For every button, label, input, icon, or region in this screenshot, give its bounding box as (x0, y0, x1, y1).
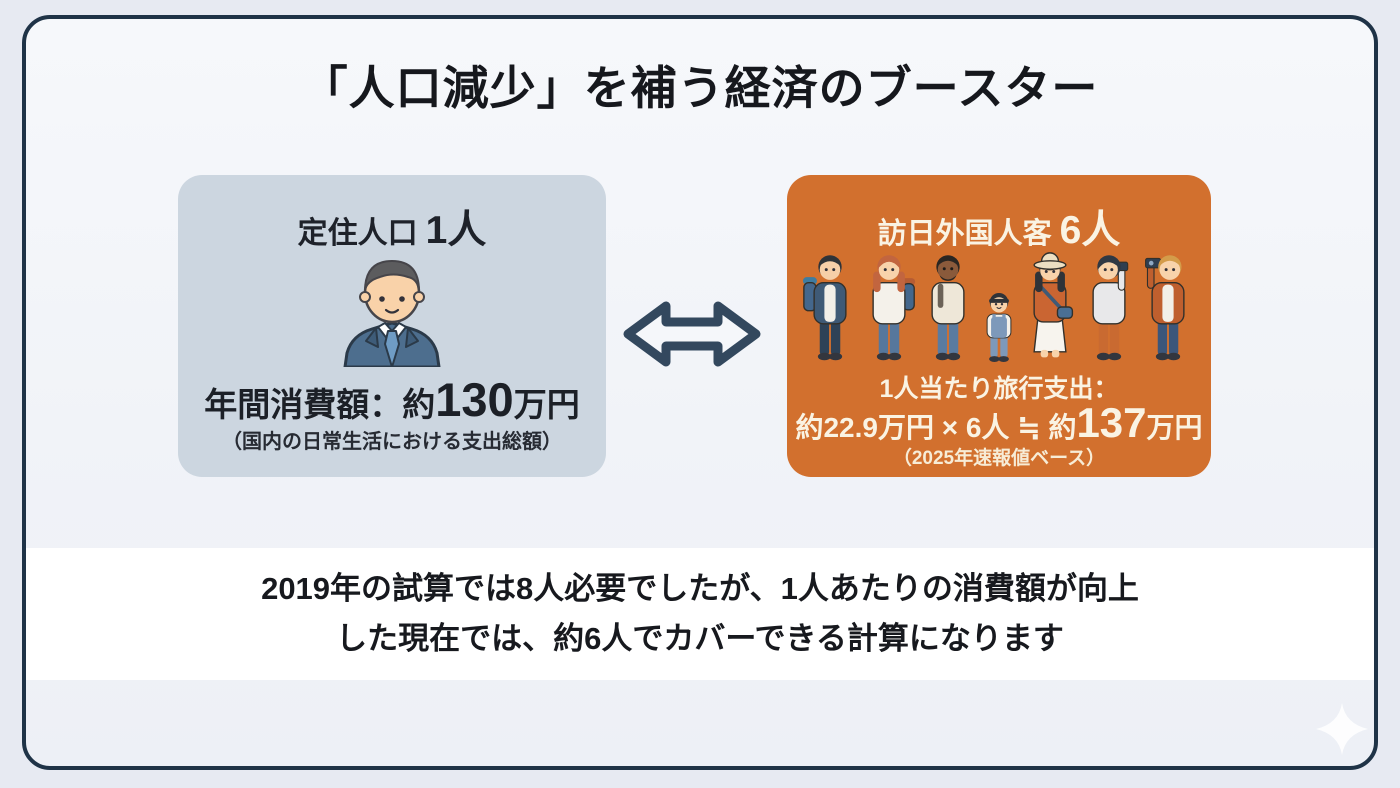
resident-amount-label: 年間消費額：約 (204, 386, 436, 423)
resident-label: 定住人口 (297, 217, 418, 250)
visitor-calc-line: 約22.9万円 × 6人 ≒ 約137万円 (787, 399, 1211, 447)
visitor-calc-prefix: 約22.9万円 × 6人 ≒ 約 (795, 412, 1077, 443)
visitor-calc-unit: 万円 (1146, 412, 1203, 443)
tourist-hat-woman-icon (1033, 252, 1074, 358)
visitor-count: 6人 (1059, 209, 1121, 252)
visitor-note: （2025年速報値ベース） (892, 448, 1106, 469)
resident-count: 1人 (425, 209, 487, 252)
sparkle-icon (1316, 703, 1368, 755)
tourist-redhair-woman-icon (872, 255, 916, 361)
double-arrow-icon (623, 301, 761, 367)
tourist-camera-woman-icon (1092, 255, 1129, 361)
resident-amount-value: 130 (435, 373, 514, 426)
tourist-backpacker-man-icon (802, 255, 847, 361)
resident-amount-unit: 万円 (513, 386, 580, 423)
footer-line-1: 2019年の試算では8人必要でしたが、1人あたりの消費額が向上 (261, 570, 1139, 606)
footer-band: 2019年の試算では8人必要でしたが、1人あたりの消費額が向上 した現在では、約… (26, 548, 1374, 680)
tourist-bearded-man-icon (931, 255, 965, 361)
tourist-blond-photographer-icon (1145, 255, 1185, 361)
visitor-spend-label: 1人当たり旅行支出： (879, 375, 1119, 403)
resident-note: （国内の日常生活における支出総額） (222, 431, 562, 453)
businessman-icon (343, 259, 441, 367)
visitor-label: 訪日外国人客 (877, 218, 1052, 250)
footer-line-2: した現在では、約6人でカバーできる計算になります (336, 621, 1064, 656)
visitor-calc-value: 137 (1076, 399, 1147, 446)
slide-title: 「人口減少」を補う経済のブースター (301, 62, 1099, 114)
resident-amount-line: 年間消費額：約130万円 (178, 372, 606, 427)
tourist-child-icon (986, 292, 1012, 363)
tourist-group-illustration (787, 247, 1211, 363)
